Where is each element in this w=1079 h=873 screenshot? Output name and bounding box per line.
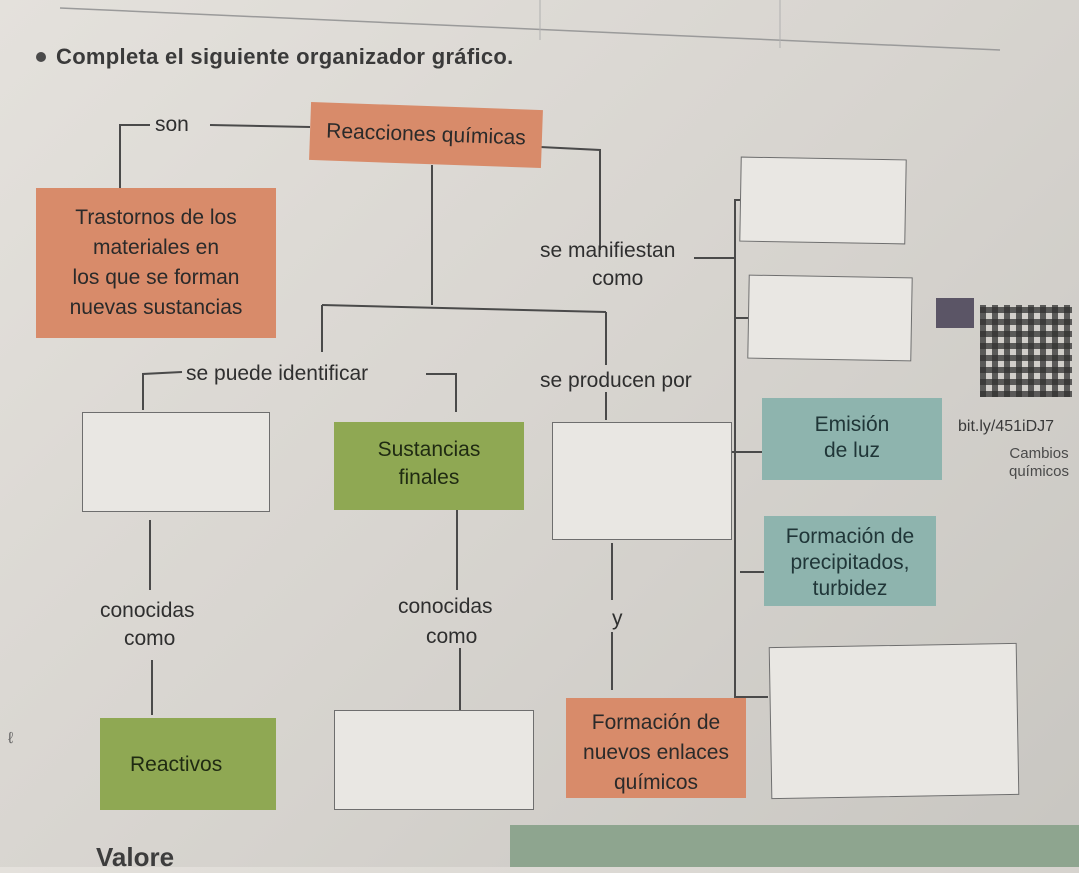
- precipitados-line-3: turbidez: [812, 577, 888, 600]
- bullet-icon: [36, 52, 46, 62]
- sustancias-line-1: Sustancias: [377, 438, 481, 461]
- reacciones-quimicas-box: Reacciones químicas: [309, 101, 543, 169]
- reactivos-box: Reactivos: [100, 718, 276, 810]
- answer-box-center[interactable]: [552, 422, 732, 540]
- footer-heading: Valore: [96, 842, 175, 872]
- precipitados-line-2: precipitados,: [790, 551, 910, 574]
- enlaces-line-2: nuevos enlaces: [583, 741, 729, 764]
- margin-mark: ℓ: [8, 730, 14, 747]
- qr-caption-line-1: Cambios: [1009, 445, 1069, 462]
- connector-son: son: [155, 113, 189, 136]
- connector-se-producen-por: se producen por: [540, 369, 692, 392]
- enlaces-line-3: químicos: [613, 771, 699, 794]
- trastornos-line-1: Trastornos de los: [75, 206, 237, 229]
- emision-luz-box: Emisión de luz: [762, 398, 942, 480]
- trastornos-line-2: materiales en: [92, 236, 220, 259]
- connector-y: y: [612, 607, 623, 630]
- enlaces-line-1: Formación de: [591, 711, 721, 734]
- answer-box-bottom-mid[interactable]: [334, 710, 534, 810]
- qr-caption-line-2: químicos: [1008, 463, 1070, 480]
- connector-como-left: como: [124, 627, 176, 650]
- nuevos-enlaces-box: Formación de nuevos enlaces químicos: [566, 698, 746, 798]
- reactivos-label: Reactivos: [130, 753, 223, 776]
- trastornos-box: Trastornos de los materiales en los que …: [36, 188, 276, 338]
- answer-box-left-1[interactable]: [82, 412, 270, 512]
- connector-se-puede-identificar: se puede identificar: [186, 362, 369, 385]
- connector-como-mid: como: [426, 625, 478, 648]
- answer-box-right-2[interactable]: [747, 274, 913, 362]
- connector-conocidas-mid: conocidas: [398, 595, 493, 618]
- connector-se-manifiestan: se manifiestan: [540, 239, 676, 262]
- answer-box-right-1[interactable]: [739, 156, 907, 245]
- sustancias-line-2: finales: [398, 466, 460, 489]
- emision-line-1: Emisión: [814, 413, 890, 436]
- connector-conocidas-left: conocidas: [100, 599, 195, 622]
- answer-box-bottom-right[interactable]: [768, 642, 1020, 800]
- formacion-precipitados-box: Formación de precipitados, turbidez: [764, 516, 936, 606]
- qr-caption: Cambios químicos: [1000, 445, 1078, 481]
- footer-band: [510, 825, 1079, 867]
- qr-link-text[interactable]: bit.ly/451iDJ7: [958, 418, 1055, 435]
- qr-code-icon: [980, 305, 1072, 397]
- qr-badge: [936, 298, 974, 328]
- instruction-heading: Completa el siguiente organizador gráfic…: [56, 44, 514, 69]
- reacciones-label: Reacciones químicas: [325, 119, 527, 150]
- connector-como: como: [592, 267, 644, 290]
- emision-line-2: de luz: [823, 439, 881, 462]
- trastornos-line-4: nuevas sustancias: [69, 296, 243, 319]
- sustancias-finales-box: Sustancias finales: [334, 422, 524, 510]
- trastornos-line-3: los que se forman: [72, 266, 240, 289]
- precipitados-line-1: Formación de: [785, 525, 915, 548]
